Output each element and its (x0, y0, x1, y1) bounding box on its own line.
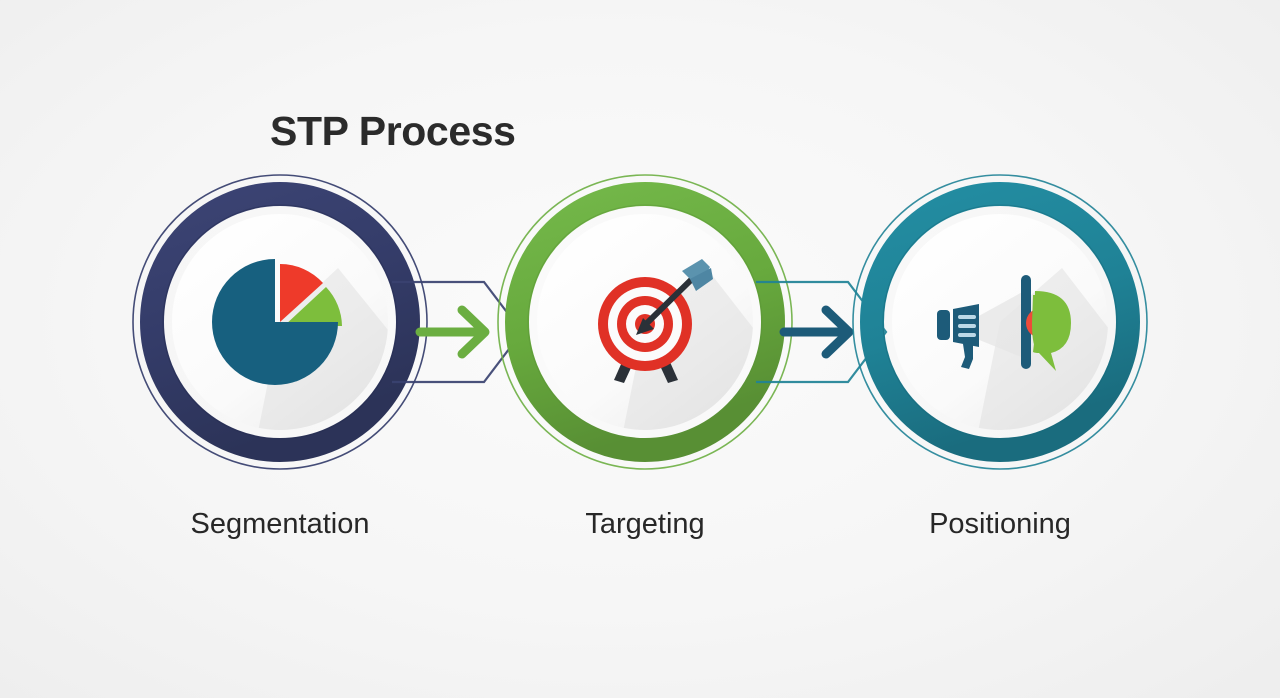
pie-chart-icon (205, 247, 355, 397)
target-with-arrow-icon (570, 247, 720, 397)
megaphone-speech-bubble-icon (925, 247, 1075, 397)
arrow-right-icon (779, 305, 854, 359)
connector-targeting-to-positioning (752, 268, 892, 396)
step-label-segmentation: Segmentation (190, 508, 370, 540)
step-node-targeting[interactable] (495, 172, 795, 472)
step-node-positioning[interactable] (850, 172, 1150, 472)
arrow-right-icon (415, 305, 490, 359)
step-label-targeting: Targeting (585, 508, 705, 540)
step-label-positioning: Positioning (929, 508, 1071, 540)
step-node-segmentation[interactable] (130, 172, 430, 472)
page-title: STP Process (270, 108, 516, 154)
